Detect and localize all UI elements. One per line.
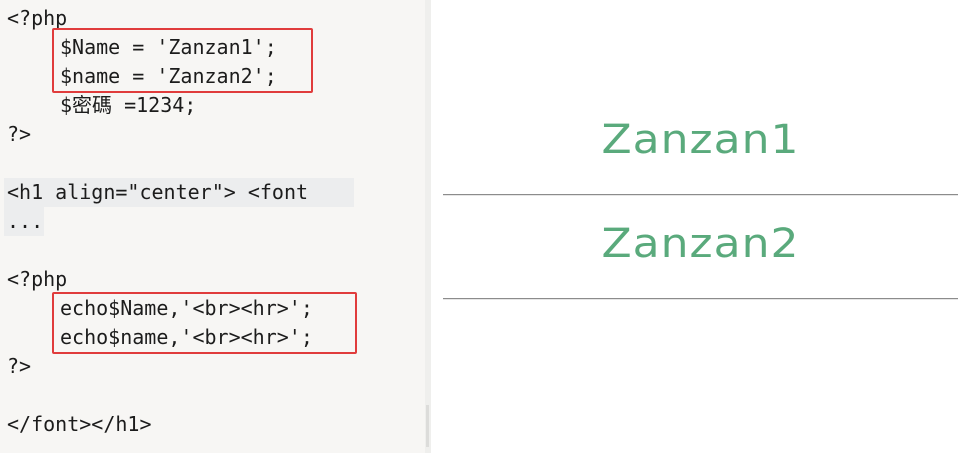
editor-scrollbar-track[interactable] [425,0,431,453]
code-line-name2-assign: $name = 'Zanzan2'; [60,64,277,88]
editor-scrollbar-thumb[interactable] [426,405,429,447]
code-line-php-close-2: ?> [7,354,32,378]
output-heading-1: Zanzan1 [601,116,800,163]
code-line-php-close: ?> [7,122,32,146]
code-line-php-open-2: <?php [7,267,68,291]
browser-preview-pane: Zanzan1 Zanzan2 [443,0,958,453]
highlight-box-assignments [52,28,313,93]
highlight-box-echo [52,292,357,354]
code-line-h1-open: <h1 align="center"> <font [4,178,354,207]
code-line-ellipsis: ... [4,207,44,236]
code-editor-pane[interactable]: <?php $Name = 'Zanzan1'; $name = 'Zanzan… [0,0,425,453]
code-line-h1-close: </font></h1> [7,412,152,436]
horizontal-rule-2 [443,298,958,300]
code-line-password-assign: $密碼 =1234; [60,93,197,117]
code-line-echo-name2: echo$name,'<br><hr>'; [60,325,313,349]
code-line-php-open: <?php [7,6,68,30]
code-line-echo-name: echo$Name,'<br><hr>'; [60,296,313,320]
output-heading-2: Zanzan2 [601,220,800,267]
code-line-name-assign: $Name = 'Zanzan1'; [60,35,277,59]
horizontal-rule-1 [443,194,958,196]
